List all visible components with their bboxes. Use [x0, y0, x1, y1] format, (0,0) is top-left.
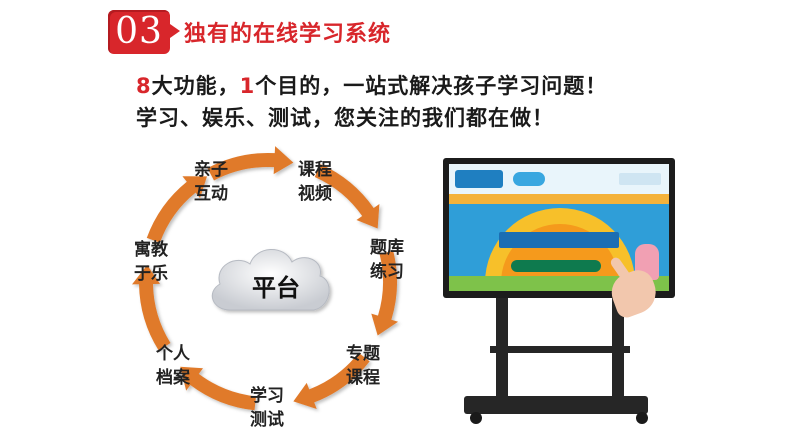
node-parent-child-line2: 互动 — [194, 184, 228, 204]
display-screen — [449, 164, 669, 291]
pill-graphic — [511, 260, 601, 272]
site-tag-icon — [513, 172, 545, 186]
intro-line-1-part-a: 大功能， — [151, 74, 240, 98]
node-personal-profile: 个人 档案 — [156, 342, 190, 390]
platform-center-label: 平台 — [252, 274, 300, 302]
node-question-bank: 题库 练习 — [370, 236, 404, 284]
section-number: 03 — [115, 11, 163, 52]
cloud-icon — [211, 249, 330, 311]
node-special-course-line2: 课程 — [346, 368, 380, 388]
phone-icon — [619, 173, 661, 185]
screen-nav-bar — [449, 194, 669, 204]
intro-count-goal: 1 — [239, 74, 256, 98]
node-question-bank-line2: 练习 — [370, 262, 404, 282]
node-special-course-line1: 专题 — [346, 344, 380, 364]
section-number-badge: 03 — [108, 10, 170, 54]
node-study-test: 学习 测试 — [250, 384, 284, 432]
node-parent-child-line1: 亲子 — [194, 160, 228, 180]
cycle-arrow-icon — [146, 176, 207, 243]
section-title: 独有的在线学习系统 — [184, 22, 392, 47]
node-special-course: 专题 课程 — [346, 342, 380, 390]
node-edutainment-line1: 寓教 — [134, 240, 168, 260]
cycle-arrow-icon — [371, 250, 399, 336]
wheel-icon — [470, 412, 482, 424]
intro-count-functions: 8 — [136, 74, 152, 98]
node-edutainment-line2: 于乐 — [134, 264, 168, 284]
badge-pointer-icon — [170, 24, 180, 38]
node-question-bank-line1: 题库 — [370, 238, 404, 258]
cycle-arrow-icon — [180, 366, 256, 411]
cycle-arrow-icon — [207, 146, 294, 181]
node-course-video-line2: 视频 — [298, 184, 332, 204]
cycle-arrow-icon — [293, 352, 370, 409]
node-edutainment: 寓教 于乐 — [134, 238, 168, 286]
intro-line-1: 8大功能，1个目的，一站式解决孩子学习问题！ — [136, 70, 607, 100]
site-logo-icon — [455, 170, 503, 188]
wheel-icon — [636, 412, 648, 424]
intro-line-2: 学习、娱乐、测试，您关注的我们都在做！ — [136, 106, 554, 130]
node-study-test-line1: 学习 — [250, 386, 284, 406]
cycle-arrow-icon — [132, 265, 171, 351]
node-personal-profile-line2: 档案 — [156, 368, 190, 388]
node-study-test-line2: 测试 — [250, 410, 284, 430]
node-course-video-line1: 课程 — [298, 160, 332, 180]
cycle-arrow-icon — [314, 164, 380, 229]
stand-base — [464, 396, 648, 414]
stand-crossbar — [490, 346, 630, 353]
node-personal-profile-line1: 个人 — [156, 344, 190, 364]
banner-graphic — [499, 232, 619, 248]
intro-line-1-part-b: 个目的，一站式解决孩子学习问题！ — [255, 74, 608, 98]
node-course-video: 课程 视频 — [298, 158, 332, 206]
node-parent-child: 亲子 互动 — [194, 158, 228, 206]
